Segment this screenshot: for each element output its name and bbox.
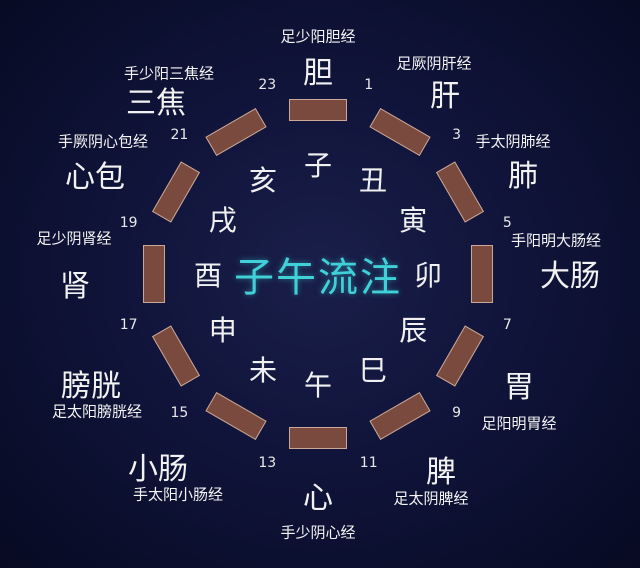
hour-tick-label: 11 — [359, 455, 378, 472]
earthly-branch-label: 辰 — [399, 314, 428, 347]
meridian-label: 手少阴心经 — [280, 523, 356, 542]
meridian-label: 手阳明大肠经 — [510, 231, 602, 250]
organ-label: 膀胱 — [61, 369, 121, 404]
organ-label: 肾 — [60, 269, 90, 304]
meridian-label: 足阳明胃经 — [481, 414, 557, 433]
organ-label: 肝 — [430, 79, 460, 114]
earthly-branch-label: 亥 — [248, 163, 278, 197]
hour-tick-label: 19 — [119, 215, 138, 232]
meridian-label: 手少阳三焦经 — [123, 64, 215, 83]
earthly-branch-label: 未 — [248, 354, 278, 388]
time-segment-block — [435, 161, 485, 223]
time-segment-block — [205, 107, 267, 156]
organ-label: 心 — [303, 481, 333, 516]
diagram-title: 子午流注 — [234, 255, 402, 301]
hour-tick-label: 13 — [258, 455, 277, 472]
hour-tick-label: 5 — [502, 215, 512, 232]
earthly-branch-label: 酉 — [193, 259, 223, 292]
time-segment-block — [289, 427, 347, 449]
organ-label: 胃 — [504, 370, 534, 405]
earthly-branch-label: 午 — [303, 369, 333, 402]
organ-label: 三焦 — [126, 86, 186, 121]
time-segment-block — [205, 391, 267, 441]
time-segment-block — [151, 325, 200, 387]
time-segment-block — [143, 245, 165, 303]
hour-tick-label: 23 — [258, 76, 277, 93]
meridian-label: 足少阴肾经 — [36, 229, 112, 248]
organ-label: 小肠 — [128, 452, 188, 487]
earthly-branch-label: 寅 — [399, 204, 428, 237]
meridian-label: 手太阳小肠经 — [132, 485, 224, 504]
time-segment-block — [151, 161, 200, 223]
meridian-label: 足少阳胆经 — [280, 27, 356, 46]
hour-tick-label: 3 — [452, 127, 462, 144]
earthly-branch-label: 丑 — [358, 163, 388, 197]
hour-tick-label: 15 — [170, 404, 189, 421]
meridian-label: 足厥阴肝经 — [396, 54, 472, 73]
organ-label: 大肠 — [540, 259, 600, 294]
earthly-branch-label: 巳 — [358, 354, 388, 388]
organ-label: 脾 — [426, 455, 456, 490]
time-segment-block — [289, 99, 347, 121]
earthly-branch-label: 子 — [303, 149, 333, 182]
earthly-branch-label: 戌 — [208, 204, 237, 237]
time-segment-block — [435, 325, 485, 387]
earthly-branch-label: 申 — [208, 314, 237, 347]
time-segment-block — [369, 391, 431, 441]
organ-label: 胆 — [303, 56, 333, 91]
time-segment-block — [369, 107, 431, 156]
meridian-label: 足太阳膀胱经 — [51, 402, 143, 421]
hour-tick-label: 21 — [170, 127, 189, 144]
meridian-label: 足太阴脾经 — [393, 489, 469, 508]
hour-tick-label: 7 — [502, 316, 512, 333]
organ-label: 心包 — [65, 160, 125, 195]
meridian-label: 手太阴肺经 — [475, 132, 551, 151]
hour-tick-label: 1 — [364, 76, 374, 93]
time-segment-block — [471, 245, 493, 303]
organ-label: 肺 — [508, 159, 538, 194]
meridian-label: 手厥阴心包经 — [57, 132, 149, 151]
earthly-branch-label: 卯 — [413, 259, 443, 292]
hour-tick-label: 17 — [119, 316, 138, 333]
hour-tick-label: 9 — [452, 404, 462, 421]
